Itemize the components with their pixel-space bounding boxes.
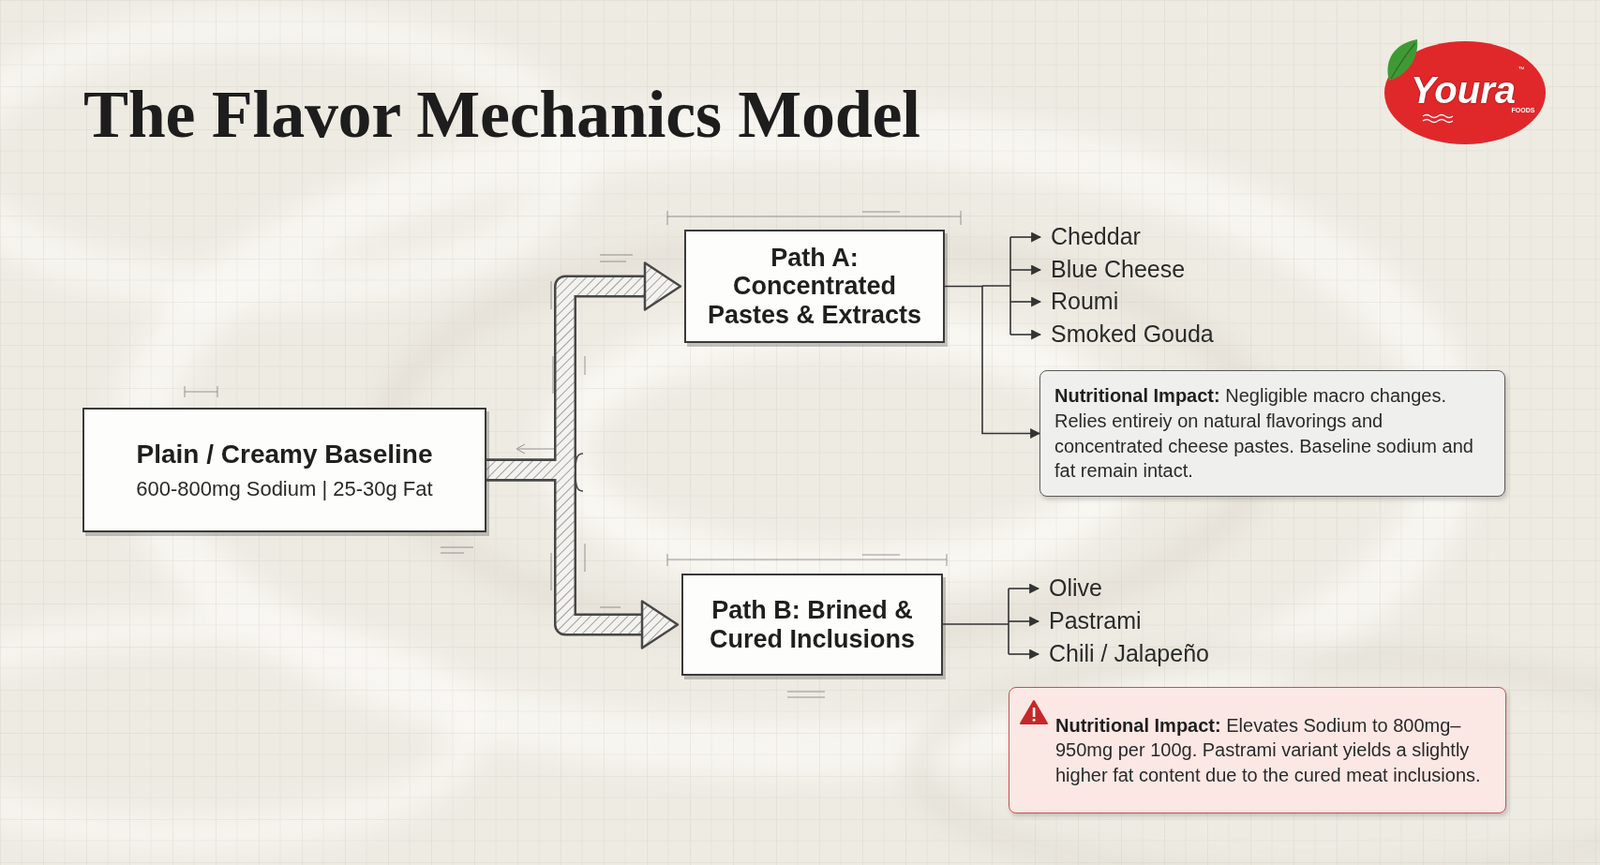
arrow-head (644, 263, 681, 311)
back-arrow (516, 444, 567, 454)
node-heading: Path A: Concentrated Pastes & Extracts (701, 243, 928, 330)
logo-text: FOODS (1511, 106, 1536, 115)
dimension-mark (184, 386, 218, 398)
dimension-mark (787, 691, 825, 698)
item-arrow (1008, 620, 1039, 623)
baseline-box: Plain / Creamy Baseline 600-800mg Sodium … (82, 407, 487, 533)
item-arrow (1010, 269, 1041, 271)
item-arrow (1008, 587, 1039, 590)
connector-thin (944, 286, 1040, 434)
dimension-mark (440, 547, 474, 554)
logo-text: ™ (1518, 65, 1526, 74)
node-heading: Plain / Creamy Baseline (136, 438, 434, 471)
dimension-mark (551, 254, 633, 394)
callout-text: Nutritional Impact:Negligible macro chan… (1054, 383, 1492, 483)
bracket-line (942, 588, 1009, 655)
logo-text: Youra (1410, 69, 1516, 111)
impact-callout: Nutritional Impact:Elevates Sodium to 80… (1008, 687, 1507, 814)
connector-fill (486, 286, 648, 626)
logo-wave (1422, 115, 1453, 123)
flow-arrow (486, 286, 648, 471)
brand-logo (1384, 39, 1546, 145)
node-heading: Nutritional Impact: (1054, 385, 1221, 406)
item-bracket (942, 237, 1041, 655)
flow-arrow (486, 286, 648, 471)
brace (573, 453, 584, 492)
dimension-mark (551, 543, 629, 615)
cream-swirl (0, 28, 1600, 865)
node-body: 600-800mg Sodium | 25-30g Fat (135, 477, 433, 502)
list-item: Blue Cheese (1050, 256, 1185, 284)
diagram-title: The Flavor Mechanics Model (83, 80, 921, 149)
list-item: Smoked Gouda (1050, 321, 1214, 348)
logo-ellipse (1384, 41, 1546, 145)
item-arrow (1008, 653, 1039, 656)
list-item: Pastrami (1048, 608, 1142, 635)
node-heading: Nutritional Impact: (1055, 715, 1222, 736)
list-item: Olive (1048, 575, 1103, 602)
item-arrow (1010, 236, 1041, 239)
connector-line (944, 286, 1040, 434)
flow-arrow (486, 470, 645, 626)
connector-outline (486, 286, 648, 626)
list-item: Cheddar (1050, 224, 1141, 251)
impact-callout: Nutritional Impact:Negligible macro chan… (1039, 370, 1506, 497)
process-box: Path B: Brined & Cured Inclusions (681, 573, 943, 676)
list-item: Chili / Jalapeño (1048, 641, 1210, 668)
flow-arrow (486, 470, 645, 626)
dimension-mark (667, 210, 961, 225)
process-box: Path A: Concentrated Pastes & Extracts (684, 229, 945, 344)
item-arrow (1010, 300, 1041, 303)
arrow-head (642, 601, 678, 649)
dimension-mark (667, 553, 947, 567)
bracket-line (982, 237, 1011, 335)
item-arrow (1010, 333, 1041, 336)
list-item: Roumi (1050, 288, 1119, 315)
connector-heads (642, 263, 681, 649)
callout-text: Nutritional Impact:Elevates Sodium to 80… (1055, 713, 1493, 789)
node-heading: Path B: Brined & Cured Inclusions (699, 596, 926, 654)
